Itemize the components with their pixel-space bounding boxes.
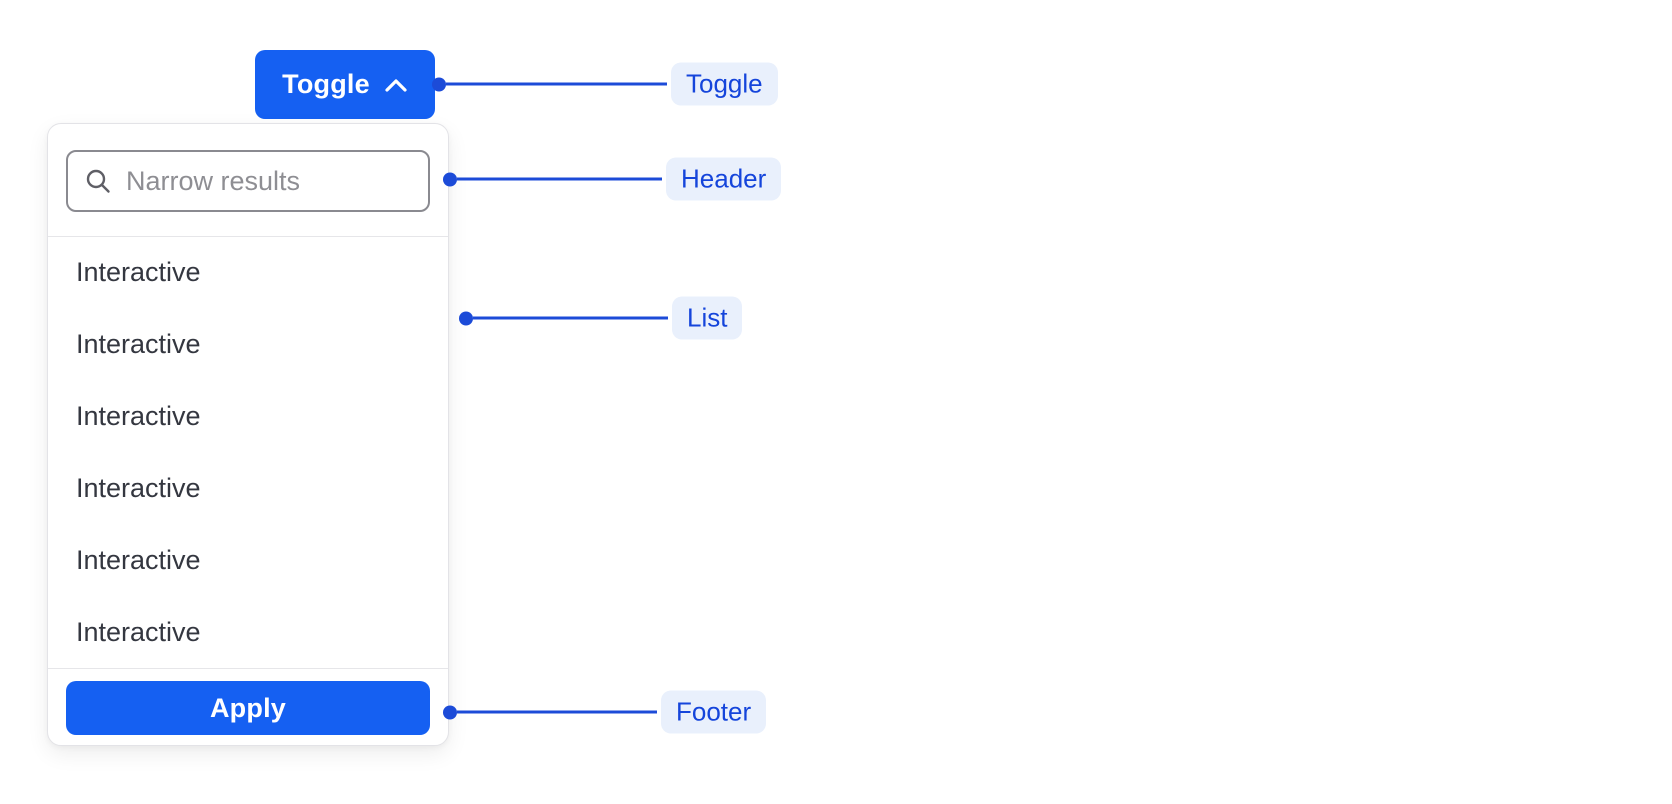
footer-divider [48,668,448,669]
list-item[interactable]: Interactive [76,257,201,288]
dropdown-panel: Interactive Interactive Interactive Inte… [47,123,449,746]
list-item[interactable]: Interactive [76,329,201,360]
dropdown-list: Interactive Interactive Interactive Inte… [48,237,448,668]
annotation-label-toggle: Toggle [671,62,778,106]
search-icon [84,167,112,195]
toggle-button[interactable]: Toggle [255,50,435,119]
list-item[interactable]: Interactive [76,544,201,575]
annotation-label-list: List [672,296,743,340]
search-input[interactable] [126,165,412,197]
annotation-label-header: Header [666,157,782,201]
annotation-footer: Footer [443,690,767,734]
annotation-line [473,316,668,320]
list-item[interactable]: Interactive [76,401,201,432]
annotation-line [446,82,667,86]
apply-button[interactable]: Apply [66,681,430,735]
annotation-list: List [459,296,743,340]
list-item[interactable]: Interactive [76,616,201,647]
dropdown-header [48,124,448,236]
dropdown-footer: Apply [48,669,448,745]
annotation-header: Header [443,157,782,201]
chevron-up-icon [384,77,408,93]
list-item[interactable]: Interactive [76,472,201,503]
header-divider [48,236,448,237]
toggle-button-label: Toggle [282,69,370,99]
annotation-label-footer: Footer [661,690,767,734]
annotation-dot [459,311,473,325]
annotation-line [457,710,657,714]
annotation-line [457,177,662,181]
search-field[interactable] [66,150,430,212]
annotation-toggle: Toggle [432,62,778,106]
